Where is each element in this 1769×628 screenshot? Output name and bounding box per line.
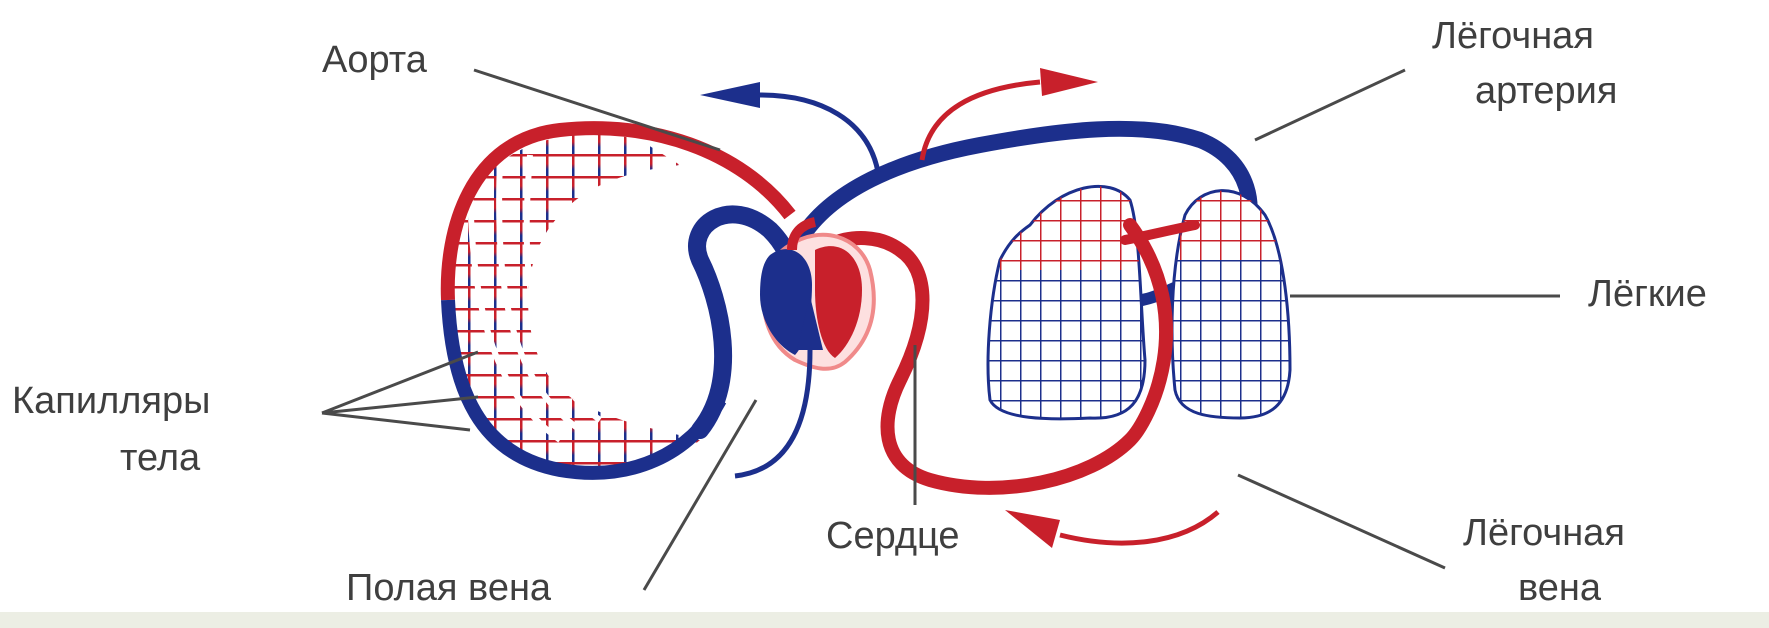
pulmonary-artery-label-line1: Лёгочная: [1432, 15, 1594, 57]
capillaries-leader-line-3: [322, 413, 470, 430]
pulmonary-vein-label-line1: Лёгочная: [1463, 512, 1625, 554]
body-capillaries-label-line1: Капилляры: [12, 380, 210, 422]
arrow-head-red-bottom: [1005, 510, 1060, 548]
pulmonary-vein-leader-line: [1238, 475, 1445, 568]
bottom-border: [0, 612, 1769, 628]
vena-cava-label: Полая вена: [346, 567, 552, 609]
arrow-head-blue-top: [700, 82, 760, 108]
body-capillaries-label-line2: тела: [120, 437, 201, 479]
lung-right: [1165, 175, 1300, 430]
heart-label: Сердце: [826, 515, 959, 557]
arrow-head-red-top: [1040, 68, 1098, 96]
aorta-label: Аорта: [322, 39, 428, 81]
pulmonary-artery-label-line2: артерия: [1475, 70, 1617, 112]
lung-left: [980, 170, 1150, 430]
pulmonary-artery-leader-line: [1255, 70, 1405, 140]
pulmonary-vein-label-line2: вена: [1518, 567, 1602, 609]
lungs-label: Лёгкие: [1588, 273, 1707, 315]
